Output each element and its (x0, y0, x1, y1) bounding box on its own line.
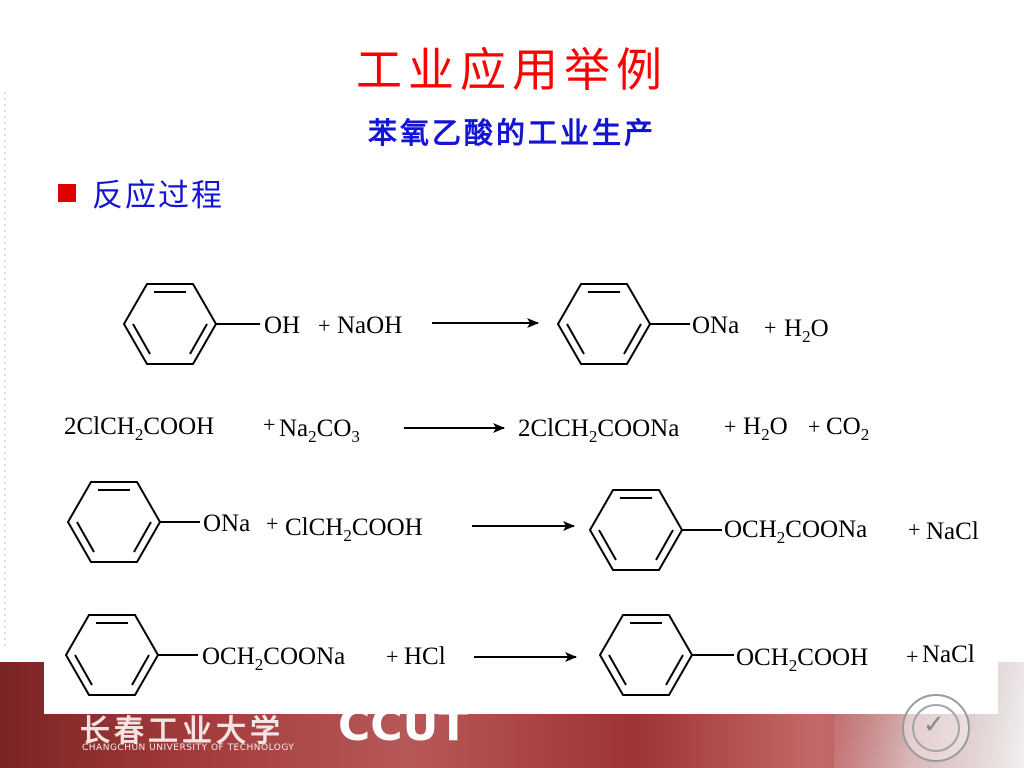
reaction-3: ONa + ClCH2COOH OCH2COONa + NaCl (66, 481, 979, 571)
content-panel (44, 240, 998, 714)
plus-sign: + (724, 414, 736, 439)
plus-sign: + (808, 414, 820, 439)
product-sodium-chloroacetate: 2ClCH2COONa (518, 415, 679, 446)
product-sodium-chloride: NaCl (926, 518, 979, 545)
plus-sign: + (764, 315, 776, 340)
substituent-oxyacetate-sodium: OCH2COONa (202, 643, 345, 674)
benzene-ring-icon (588, 489, 722, 571)
section-label: 反应过程 (92, 178, 224, 214)
page-subtitle: 苯氧乙酸的工业生产 (367, 116, 656, 150)
plus-sign: + (386, 644, 398, 669)
page-title: 工业应用举例 (356, 43, 668, 97)
reagent-chloroacetic-acid: 2ClCH2COOH (64, 413, 214, 444)
university-seal-icon (902, 694, 970, 762)
side-dot-pattern (2, 90, 8, 650)
substituent-oxyacetate-sodium: OCH2COONa (724, 516, 867, 547)
plus-sign: + (906, 644, 918, 669)
benzene-ring-icon (556, 283, 690, 365)
benzene-ring-icon (66, 481, 200, 563)
product-sodium-chloride: NaCl (922, 641, 975, 668)
reaction-1: OH + NaOH ONa + H2O (122, 283, 829, 365)
bullet-square-icon (58, 184, 76, 202)
reagent-chloroacetic-acid: ClCH2COOH (285, 514, 423, 545)
reagent-sodium-carbonate: Na2CO3 (279, 415, 360, 446)
reaction-2: 2ClCH2COOH + Na2CO3 2ClCH2COONa + H2O + … (64, 412, 869, 446)
logo-abbreviation: CCUT (338, 700, 469, 751)
substituent-ona: ONa (203, 510, 250, 537)
reagent-naoh: NaOH (337, 312, 402, 339)
product-phenoxyacetic-acid: OCH2COOH (736, 644, 868, 675)
substituent-ona: ONa (692, 312, 739, 339)
substituent-oh: OH (264, 312, 300, 339)
product-carbon-dioxide: CO2 (826, 413, 869, 444)
plus-sign: + (908, 517, 920, 542)
benzene-ring-icon (598, 614, 734, 696)
benzene-ring-icon (64, 614, 198, 696)
reaction-4: OCH2COONa + HCl OCH2COOH + NaCl (64, 614, 975, 696)
product-water: H2O (784, 315, 829, 346)
logo-chinese-name: 长春工业大学 (80, 714, 284, 749)
logo-english-name: CHANGCHUN UNIVERSITY OF TECHNOLOGY (82, 743, 295, 753)
product-water: H2O (743, 413, 788, 444)
plus-sign: + (266, 511, 278, 536)
benzene-ring-icon (122, 283, 260, 365)
plus-sign: + (263, 412, 275, 437)
plus-sign: + (318, 313, 330, 338)
reagent-hydrochloric-acid: HCl (404, 643, 446, 670)
